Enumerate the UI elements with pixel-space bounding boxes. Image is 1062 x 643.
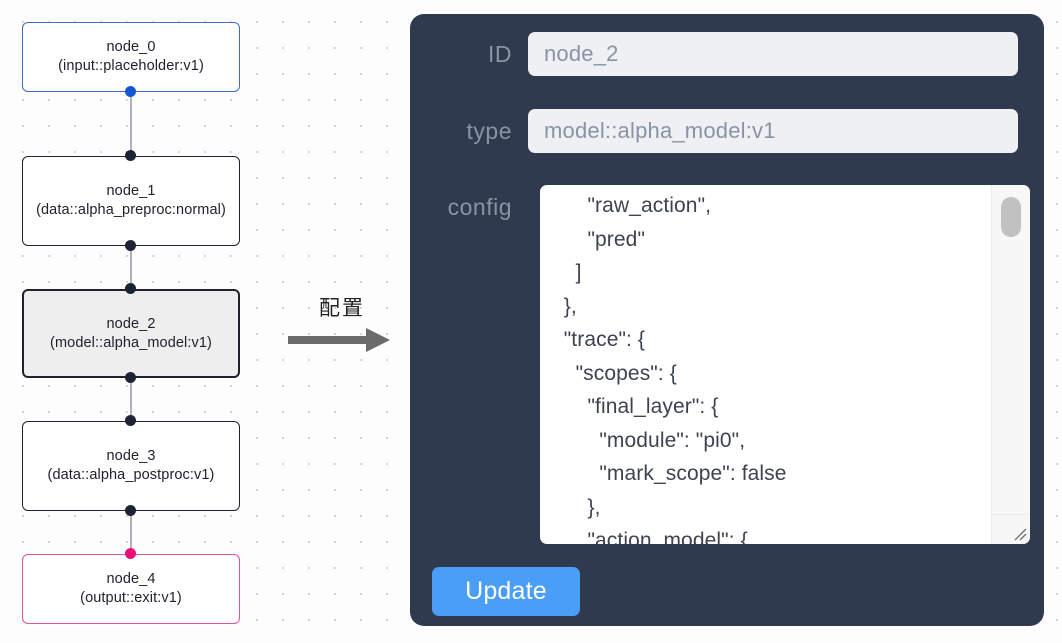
config-textarea[interactable]: "raw_action", "pred" ] }, "trace": { "sc… [563, 194, 787, 544]
type-input[interactable]: model::alpha_model:v1 [528, 109, 1018, 153]
graph-canvas[interactable]: node_0 (input::placeholder:v1) node_1 (d… [0, 0, 410, 643]
type-field-label: type [466, 117, 512, 144]
edge-node2-node3 [130, 375, 132, 420]
node-inspector-panel: ID node_2 type model::alpha_model:v1 con… [410, 14, 1044, 626]
config-scrollbar[interactable] [991, 185, 1030, 515]
node_0-source-handle[interactable] [125, 86, 136, 97]
node_3-source-handle[interactable] [125, 505, 136, 516]
graph-node-node_3[interactable]: node_3 (data::alpha_postproc:v1) [22, 421, 240, 511]
graph-node-label: node_1 (data::alpha_preproc:normal) [36, 183, 226, 218]
config-field-label: config [447, 194, 512, 220]
graph-node-node_4[interactable]: node_4 (output::exit:v1) [22, 554, 240, 624]
edge-node1-node2 [130, 243, 132, 291]
graph-node-node_1[interactable]: node_1 (data::alpha_preproc:normal) [22, 156, 240, 246]
node_1-target-handle[interactable] [125, 150, 136, 161]
graph-node-label: node_3 (data::alpha_postproc:v1) [47, 448, 215, 483]
edge-node0-node1 [130, 88, 132, 160]
annotation-label: 配置 [319, 297, 365, 320]
node_1-source-handle[interactable] [125, 240, 136, 251]
field-row-type: type model::alpha_model:v1 [410, 109, 1044, 153]
resize-grip-icon [1014, 528, 1027, 541]
node_2-source-handle[interactable] [125, 372, 136, 383]
graph-node-label: node_0 (input::placeholder:v1) [58, 39, 204, 74]
graph-node-label: node_2 (model::alpha_model:v1) [50, 315, 212, 351]
node_4-target-handle[interactable] [125, 548, 136, 559]
update-button[interactable]: Update [432, 567, 580, 616]
graph-node-node_2[interactable]: node_2 (model::alpha_model:v1) [22, 289, 240, 378]
config-textarea-wrapper: "raw_action", "pred" ] }, "trace": { "sc… [540, 185, 1030, 544]
config-resize-grip[interactable] [991, 514, 1030, 544]
arrow-right-icon [288, 328, 390, 352]
node_3-target-handle[interactable] [125, 415, 136, 426]
field-row-id: ID node_2 [410, 32, 1044, 76]
edge-node3-node4 [130, 508, 132, 553]
node_2-target-handle[interactable] [125, 283, 136, 294]
id-field-label: ID [488, 40, 512, 67]
config-scrollbar-thumb[interactable] [1001, 197, 1021, 237]
id-input[interactable]: node_2 [528, 32, 1018, 76]
annotation-config-arrow: 配置 [286, 296, 398, 364]
graph-node-node_0[interactable]: node_0 (input::placeholder:v1) [22, 22, 240, 92]
graph-node-label: node_4 (output::exit:v1) [80, 571, 182, 606]
